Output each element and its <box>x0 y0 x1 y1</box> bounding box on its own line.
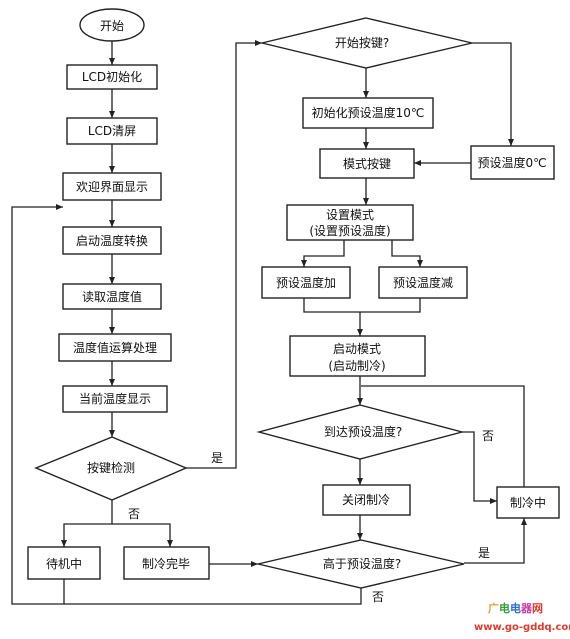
node-welcome-label: 欢迎界面显示 <box>76 179 148 194</box>
node-start-label: 开始 <box>100 19 124 33</box>
node-mode-key: 模式按键 <box>319 148 415 179</box>
node-preset-dec-label: 预设温度减 <box>393 275 453 290</box>
edge-above-no-return <box>64 588 362 605</box>
node-show-temp: 当前温度显示 <box>62 385 168 413</box>
label-reach-no: 否 <box>482 429 494 443</box>
node-start-temp: 启动温度转换 <box>62 226 162 255</box>
node-standby-label: 待机中 <box>46 556 82 571</box>
node-init-preset-label: 初始化预设温度10℃ <box>312 105 425 120</box>
edge-cooling-loop <box>361 385 525 487</box>
label-above-no: 否 <box>372 590 384 604</box>
edge-startkey-preset0 <box>472 42 514 146</box>
node-read-temp-label: 读取温度值 <box>82 289 142 304</box>
label-key-detect-yes: 是 <box>211 451 223 465</box>
node-key-detect-label: 按键检测 <box>87 460 135 475</box>
node-lcd-init-label: LCD初始化 <box>82 70 142 84</box>
node-mode-key-label: 模式按键 <box>343 157 391 171</box>
watermark-url: www.go-gddq.com <box>474 622 570 633</box>
edge-keydetect-yes <box>186 40 262 469</box>
node-welcome: 欢迎界面显示 <box>62 172 162 201</box>
watermark-brand: 广电电器网 <box>488 601 543 615</box>
connectors <box>11 40 527 605</box>
node-lcd-init: LCD初始化 <box>66 64 158 90</box>
node-key-detect: 按键检测 <box>34 436 188 501</box>
node-cooling-done-label: 制冷完毕 <box>142 556 190 571</box>
node-lcd-clear: LCD清屏 <box>66 117 158 145</box>
node-init-preset: 初始化预设温度10℃ <box>302 97 434 129</box>
node-set-mode: 设置模式 (设置预设温度) <box>286 204 414 241</box>
node-set-mode-label-2: (设置预设温度) <box>309 223 390 238</box>
node-start-key-q: 开始按键? <box>261 17 473 69</box>
edge-above-yes-cooling <box>464 518 527 564</box>
watermark: 广电电器网 www.go-gddq.com <box>474 601 570 633</box>
node-cooling-done: 制冷完毕 <box>123 546 210 580</box>
node-above-q-label: 高于预设温度? <box>323 556 401 571</box>
edge-standby-loop <box>11 204 65 605</box>
edge-reach-no-cooling <box>462 431 497 504</box>
edge-setmode-dec <box>391 240 423 267</box>
node-preset-dec: 预设温度减 <box>378 266 468 299</box>
node-read-temp: 读取温度值 <box>62 283 162 310</box>
node-reach-q: 到达预设温度? <box>256 404 465 460</box>
node-start-mode-label-2: (启动制冷) <box>328 359 385 373</box>
watermark-char-2: 电 <box>499 601 510 615</box>
node-lcd-clear-label: LCD清屏 <box>88 124 136 138</box>
node-start-temp-label: 启动温度转换 <box>76 233 148 248</box>
node-preset-inc-label: 预设温度加 <box>276 275 336 290</box>
watermark-char-5: 网 <box>532 602 543 615</box>
label-above-yes: 是 <box>478 546 490 560</box>
watermark-char-4: 器 <box>520 602 533 615</box>
edge-setmode-inc <box>301 240 345 267</box>
node-standby: 待机中 <box>27 546 101 580</box>
node-show-temp-label: 当前温度显示 <box>79 391 151 406</box>
label-key-detect-no: 否 <box>128 507 140 521</box>
node-preset-inc: 预设温度加 <box>261 266 351 299</box>
node-cooling-label: 制冷中 <box>510 495 546 510</box>
edge-keydetect-no-split <box>61 500 113 547</box>
node-set-mode-label-1: 设置模式 <box>326 208 374 222</box>
node-stop-cooling: 关闭制冷 <box>322 484 411 516</box>
node-start-mode-label-1: 启动模式 <box>333 342 381 356</box>
node-above-q: 高于预设温度? <box>257 539 465 589</box>
node-start-mode: 启动模式 (启动制冷) <box>289 335 426 377</box>
node-stop-cooling-label: 关闭制冷 <box>342 493 390 507</box>
node-start: 开始 <box>79 8 145 42</box>
edge-inc-merge <box>303 298 421 313</box>
watermark-char-1: 广 <box>488 601 499 615</box>
node-process-temp: 温度值运算处理 <box>58 333 172 362</box>
node-reach-q-label: 到达预设温度? <box>324 424 402 439</box>
node-preset-0-label: 预设温度0℃ <box>477 155 546 170</box>
edge-split-cooling-done <box>112 523 173 547</box>
node-preset-0: 预设温度0℃ <box>470 145 555 180</box>
node-start-key-q-label: 开始按键? <box>335 36 389 50</box>
node-cooling: 制冷中 <box>496 486 560 519</box>
node-process-temp-label: 温度值运算处理 <box>73 340 157 355</box>
watermark-char-3: 电 <box>510 601 521 615</box>
